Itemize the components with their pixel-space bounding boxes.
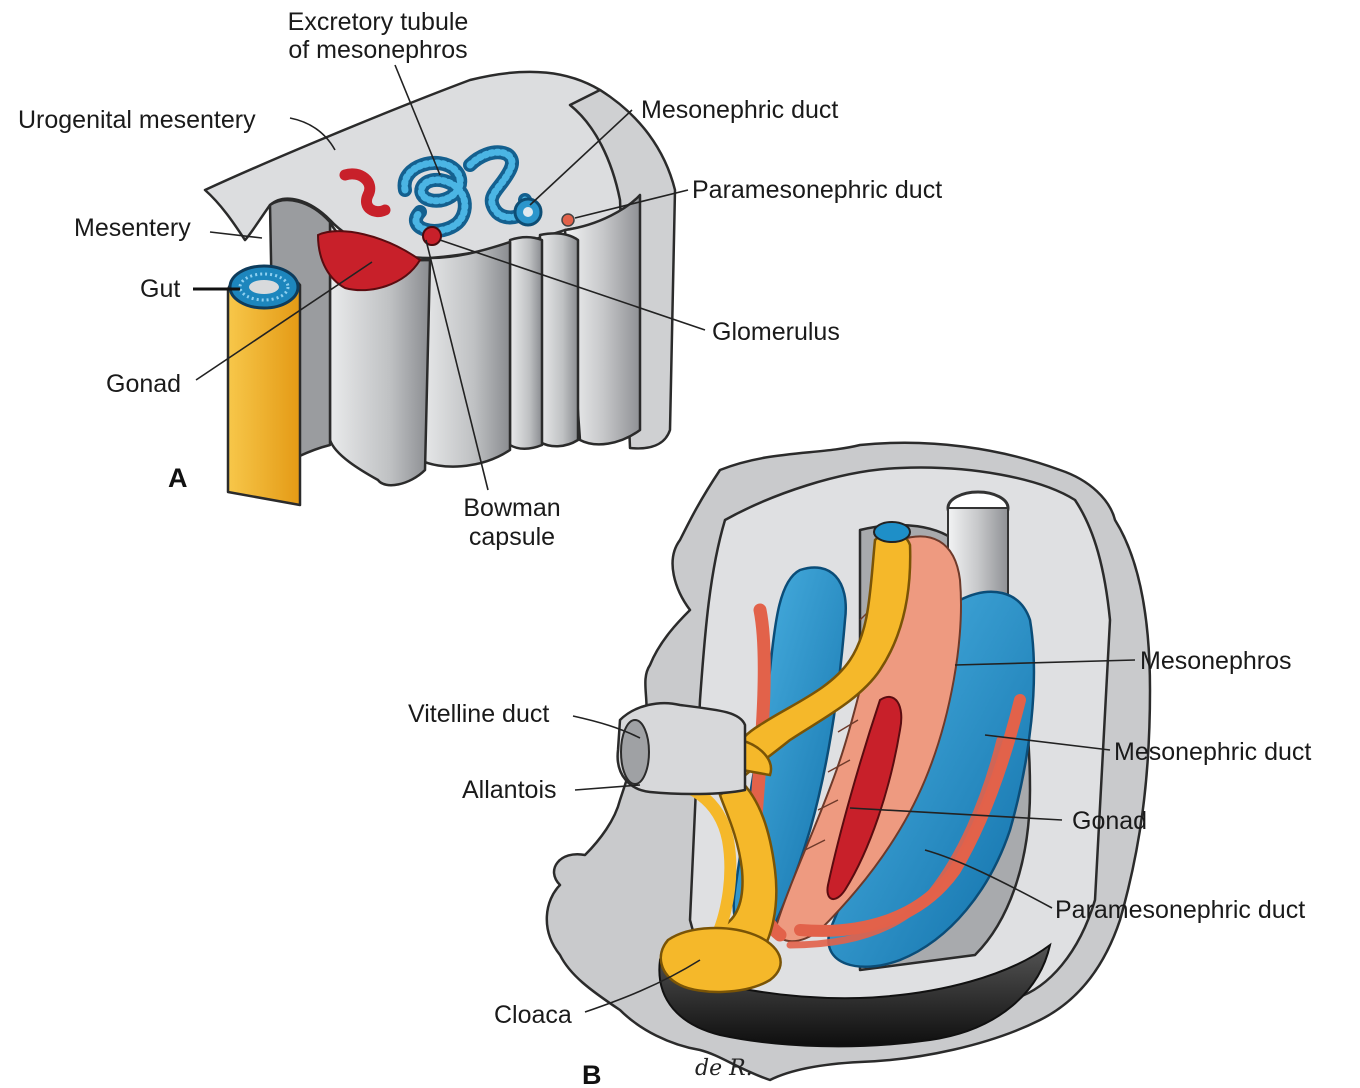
label-vitelline-duct: Vitelline duct (408, 700, 549, 728)
label-cloaca: Cloaca (494, 1001, 572, 1029)
label-excretory-tubule-line2: of mesonephros (288, 36, 467, 64)
artist-signature: de R. (695, 1056, 753, 1081)
panel-a-ridge-fold-1 (540, 233, 578, 446)
panel-a-ridge-fold-3 (420, 242, 510, 467)
label-gonad-a: Gonad (106, 370, 181, 398)
panel-b-cloaca (661, 928, 781, 992)
label-paramesonephric-duct-b: Paramesonephric duct (1055, 896, 1305, 924)
panel-a-paramesonephric-duct (562, 214, 574, 226)
panel-b-illustration (547, 443, 1150, 1080)
label-glomerulus: Glomerulus (712, 318, 840, 346)
label-gut: Gut (140, 275, 180, 303)
label-paramesonephric-duct-a: Paramesonephric duct (692, 176, 942, 204)
panel-b-umbilical-opening (621, 720, 649, 784)
label-excretory-tubule-line1: Excretory tubule (288, 8, 469, 36)
panel-b-letter: B (582, 1060, 602, 1088)
panel-a-letter: A (168, 463, 188, 493)
label-allantois: Allantois (462, 776, 557, 804)
leader-mesentery (210, 232, 262, 238)
label-bowman-line1: Bowman (463, 494, 560, 522)
panel-a-glomerulus (423, 227, 441, 245)
panel-b-foregut-lumen (874, 522, 910, 542)
panel-a-mesonephric-duct-lumen (523, 207, 533, 217)
label-mesonephros: Mesonephros (1140, 647, 1291, 675)
label-gonad-b: Gonad (1072, 807, 1147, 835)
label-bowman-line2: capsule (469, 523, 555, 551)
panel-a-illustration (205, 72, 675, 505)
label-urogenital-mesentery: Urogenital mesentery (18, 106, 256, 134)
label-mesentery: Mesentery (74, 214, 191, 242)
panel-a-gut-lumen (249, 280, 279, 294)
label-mesonephric-duct-b: Mesonephric duct (1114, 738, 1311, 766)
label-mesonephric-duct-a: Mesonephric duct (641, 96, 838, 124)
